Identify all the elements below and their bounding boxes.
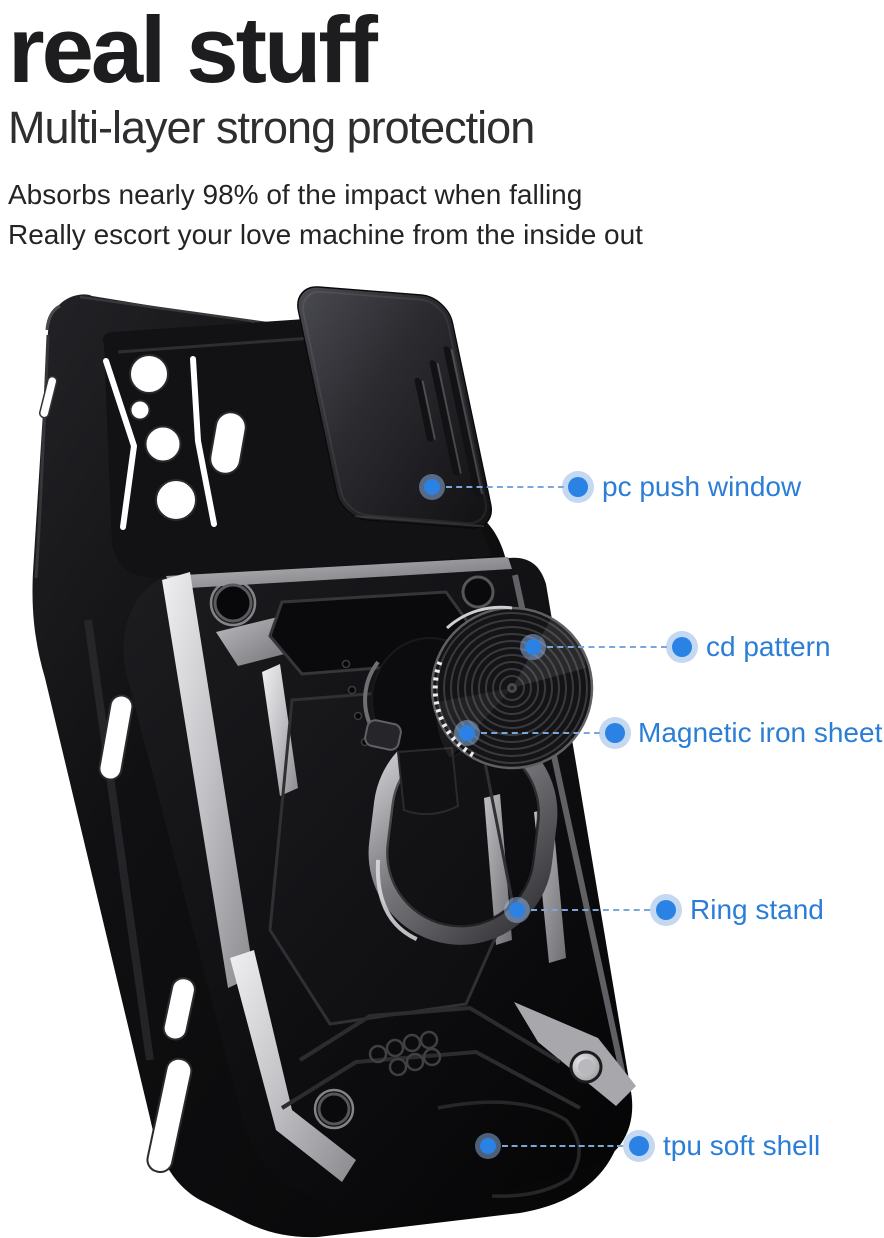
silver-top-bevel — [166, 557, 512, 589]
description: Absorbs nearly 98% of the impact when fa… — [8, 175, 868, 253]
callout-label: Ring stand — [690, 894, 824, 925]
cd-pattern-disc — [430, 605, 594, 770]
callout-anchor-dot-icon — [509, 902, 525, 918]
page-title: real stuff — [8, 0, 378, 102]
callout-dot-icon — [672, 637, 692, 657]
callout-dot-icon — [656, 900, 676, 920]
callout-anchor-dot-icon — [525, 639, 541, 655]
callout-dot-icon — [605, 723, 625, 743]
corner-screws — [209, 575, 603, 1130]
callout-anchor-dot-icon — [424, 479, 440, 495]
camera-lens-hole — [144, 425, 182, 463]
callout-dash-line — [531, 909, 650, 911]
silver-chevron-left — [230, 950, 356, 1182]
page-subtitle: Multi-layer strong protection — [8, 101, 535, 153]
callout-label: cd pattern — [706, 631, 831, 662]
grip-grooves — [414, 346, 481, 497]
silver-long-band — [162, 572, 254, 988]
description-line-2: Really escort your love machine from the… — [8, 218, 643, 250]
callout-label: Magnetic iron sheet — [638, 717, 883, 748]
island-slit — [103, 358, 137, 530]
callout-label: tpu soft shell — [663, 1130, 821, 1161]
camera-lens-hole — [129, 354, 169, 394]
callout-dash-line — [547, 646, 667, 648]
callout-anchor-dot-icon — [480, 1138, 496, 1154]
callout-anchor-dot-icon — [459, 725, 475, 741]
chin-seam — [437, 1100, 581, 1198]
callout-dot-icon — [629, 1136, 649, 1156]
screw — [213, 583, 253, 623]
silver-strip — [484, 794, 512, 945]
callout-dash-line — [481, 732, 600, 734]
camera-lens-hole — [155, 479, 197, 521]
island-slit — [190, 356, 217, 527]
honeycomb-texture — [368, 1030, 442, 1077]
screw — [461, 575, 495, 609]
camera-lens-hole-small — [129, 399, 151, 421]
side-cutouts — [39, 375, 196, 1173]
screw — [317, 1092, 351, 1126]
flash-cutout — [209, 411, 247, 475]
silver-chevron-right — [514, 1002, 636, 1106]
slide-camera-cover — [297, 286, 492, 529]
silver-sliver — [262, 664, 298, 796]
callout-label: pc push window — [602, 471, 802, 502]
callout-dash-line — [446, 486, 564, 488]
callout-dot-icon — [568, 477, 588, 497]
header-block: real stuff Multi-layer strong protection… — [8, 0, 868, 254]
callout-dash-line — [502, 1145, 623, 1147]
description-line-1: Absorbs nearly 98% of the impact when fa… — [8, 179, 583, 211]
